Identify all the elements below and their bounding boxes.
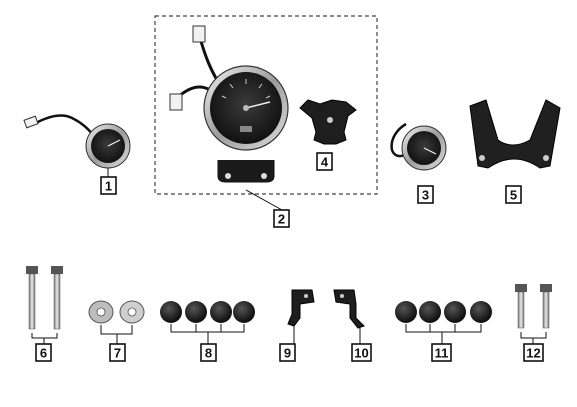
callout-6: 6 — [40, 346, 47, 361]
callout-8: 8 — [205, 346, 212, 361]
part-5-bracket — [469, 99, 561, 169]
callout-10: 10 — [354, 346, 368, 361]
part-2-speedometer — [169, 25, 289, 183]
part-9-bracket — [287, 289, 315, 327]
part-8-grommets — [160, 301, 255, 323]
callout-3: 3 — [422, 188, 429, 203]
part-7-washers — [88, 300, 145, 324]
callout-9: 9 — [284, 346, 291, 361]
callout-7: 7 — [114, 346, 121, 361]
callout-11: 11 — [435, 346, 449, 361]
part-6-bolts — [26, 266, 63, 330]
callout-2: 2 — [278, 212, 285, 227]
callout-1: 1 — [105, 179, 112, 194]
part-12-bolts — [515, 284, 552, 329]
callout-5: 5 — [510, 188, 517, 203]
part-11-grommets — [395, 301, 492, 323]
callout-4: 4 — [321, 155, 329, 170]
callout-12: 12 — [526, 346, 540, 361]
part-10-bracket — [333, 289, 365, 329]
part-3-gauge — [390, 122, 447, 171]
assembly-frame — [154, 15, 378, 195]
part-1-gauge — [23, 114, 131, 169]
part-4-mounting-plate — [299, 99, 357, 145]
